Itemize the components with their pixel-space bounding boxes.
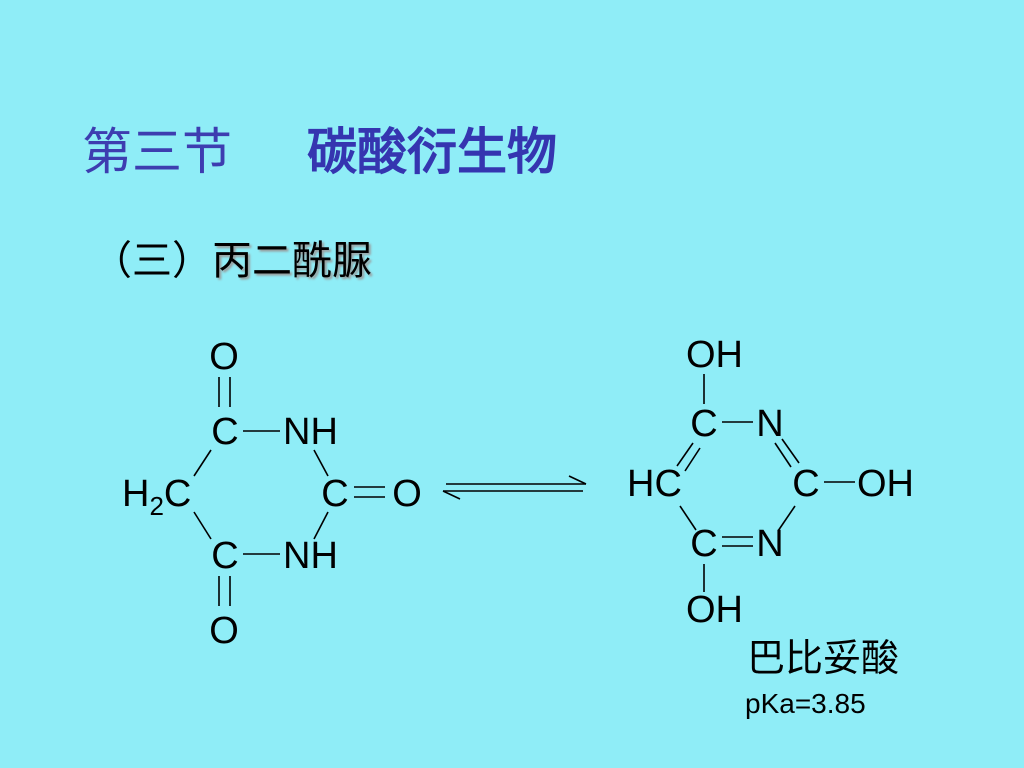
atom-oh-right: OH	[857, 463, 914, 505]
compound-name: 巴比妥酸	[747, 636, 900, 680]
forward-arrow-head	[568, 475, 587, 485]
single-bond	[777, 505, 796, 532]
atom-c-right: C	[321, 473, 348, 515]
atom-n-bottom: N	[756, 523, 783, 565]
enol-structure: OH C N HC C OH C N OH	[627, 334, 914, 631]
atom-c-left: C	[164, 473, 191, 515]
atom-o-right: O	[392, 473, 422, 515]
equilibrium-arrow	[442, 475, 587, 500]
atom-o-top: O	[209, 336, 239, 378]
section-title: 第三节	[82, 123, 232, 181]
atom-h: H	[122, 473, 149, 515]
atom-c-bottom: C	[211, 535, 238, 577]
subtitle-number: （三）	[92, 238, 212, 284]
subscript-2: 2	[149, 491, 163, 521]
atom-c-bottom: C	[690, 523, 717, 565]
subtitle-name: 丙二酰脲	[212, 238, 372, 284]
single-bond	[193, 449, 212, 477]
atom-c-right: C	[792, 463, 819, 505]
topic-title: 碳酸衍生物	[307, 123, 557, 181]
atom-h2c: H2C	[122, 473, 191, 521]
atom-c-top: C	[690, 403, 717, 445]
single-bond	[679, 505, 697, 531]
double-bond	[684, 447, 701, 472]
atom-o-bottom: O	[209, 610, 239, 652]
atom-nh-bottom: NH	[283, 535, 338, 577]
single-bond	[193, 511, 212, 540]
atom-c-top: C	[211, 411, 238, 453]
atom-oh-bottom: OH	[686, 589, 743, 631]
atom-hc: HC	[627, 463, 682, 505]
atom-n-top: N	[756, 403, 783, 445]
pka-value: pKa=3.85	[745, 688, 866, 719]
double-bond	[781, 438, 800, 464]
single-bond	[313, 511, 329, 540]
single-bond	[313, 449, 329, 477]
reverse-arrow-head	[442, 490, 461, 500]
double-bond	[676, 442, 694, 467]
atom-nh-top: NH	[283, 411, 338, 453]
subtitle: （三）丙二酰脲	[92, 228, 372, 286]
double-bond	[774, 442, 792, 468]
keto-structure: O C NH H2C C O C NH O	[122, 336, 422, 652]
atom-oh-top: OH	[686, 334, 743, 376]
